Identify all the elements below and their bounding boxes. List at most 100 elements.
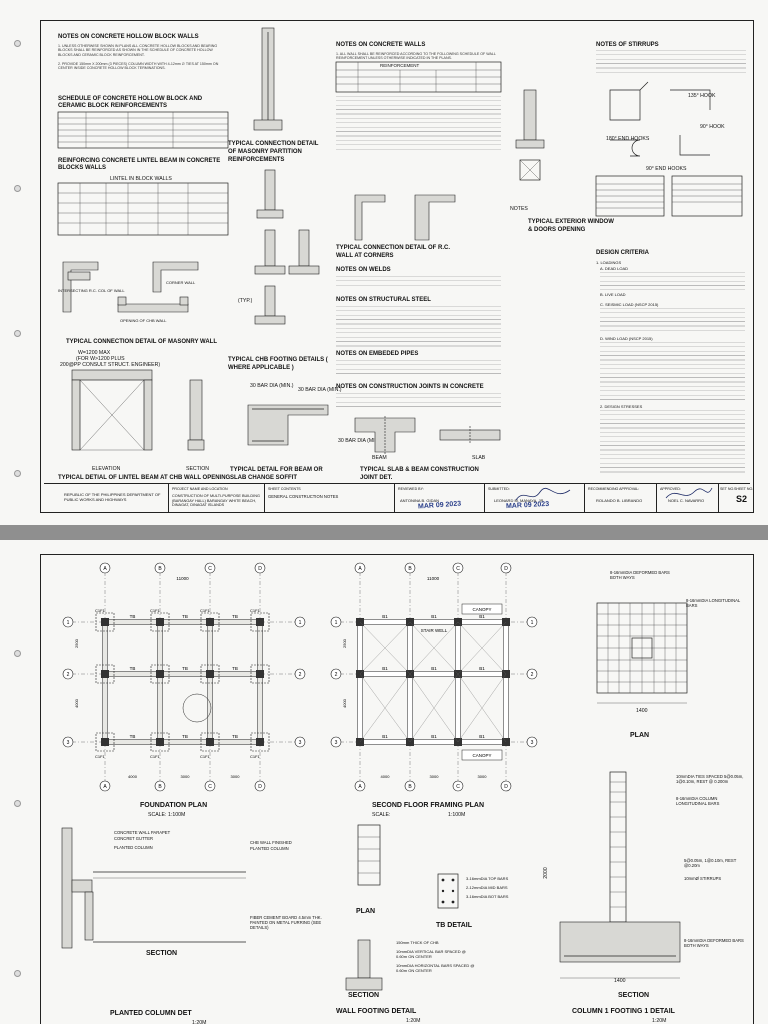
bar-dia-label: 30 BAR DIA (MIN.): [250, 383, 294, 389]
beam: [357, 621, 363, 675]
stress-body: [600, 410, 745, 476]
parapet-note: CONCRETE WALL PARAPET: [114, 830, 171, 835]
grid-label: A: [358, 566, 362, 572]
notes-joints-title: NOTES ON CONSTRUCTION JOINTS IN CONCRETE: [336, 384, 484, 390]
footing: [250, 612, 270, 632]
grid-label: D: [504, 784, 508, 790]
welds-body: [336, 276, 501, 286]
dimension-label: 4000: [381, 774, 391, 779]
design-criteria-item: 2. DESIGN STRESSES: [600, 404, 643, 409]
parapet-section-drawing: [61, 827, 246, 949]
hook-label: 90° END HOOKS: [646, 166, 687, 172]
submitted-header: SUBMITTED:: [488, 487, 510, 491]
tb-bar-note: 3-16mmDIA TOP BARS: [466, 876, 509, 881]
grid-bubble: [99, 562, 111, 574]
beam: [104, 671, 161, 677]
column-note: 8-16mmDIA DEFORMED BARS BOTH WAYS: [684, 938, 744, 948]
grid-bubble: [500, 780, 512, 792]
elevation-label: ELEVATION: [92, 466, 121, 472]
scale-value: 1:20M: [652, 1018, 667, 1024]
beam: [407, 621, 413, 675]
beam: [359, 739, 411, 745]
beam: [409, 739, 459, 745]
scale-label: SCALE:: [372, 812, 391, 818]
dimension-label: 4000: [74, 698, 79, 708]
column-note: 10mmØ STIRRUPS: [684, 876, 722, 881]
binder-hole: [14, 330, 21, 337]
section-label: SECTION: [186, 466, 210, 472]
member-label: B1: [479, 734, 485, 739]
grid-label: 1: [531, 620, 534, 626]
design-criteria-item: D. WIND LOAD (NSCP 2015): [600, 336, 653, 341]
grid-label: D: [504, 566, 508, 572]
grid-label: 2: [335, 672, 338, 678]
grid-label: B: [158, 566, 162, 572]
typ-label: (TYP.): [238, 298, 253, 304]
dimension-label: 11000: [427, 576, 440, 581]
grid-label: B: [158, 784, 162, 790]
column-tag: C1F1: [150, 754, 161, 759]
grid-bubble: [204, 780, 216, 792]
round-pad: [182, 693, 212, 723]
footing: [150, 612, 170, 632]
beam: [409, 619, 459, 625]
grid-label: A: [103, 566, 107, 572]
wall-note: 10mmDIA HORIZONTAL BARS SPACED @ 0.60m O…: [396, 963, 475, 973]
dimension-label: 4000: [128, 774, 138, 779]
footing: [95, 612, 115, 632]
scale-value: 1:100M: [448, 812, 466, 818]
slab-diagonal: [409, 621, 459, 675]
footing: [95, 732, 115, 752]
parapet-note: CONCRET GUTTER: [114, 836, 154, 841]
beam: [409, 671, 459, 677]
binder-hole: [14, 185, 21, 192]
lintel-detail-title: TYPICAL DETIAL OF LINTEL BEAM AT CHB WAL…: [58, 475, 231, 481]
column: [256, 738, 264, 746]
beam: [157, 673, 163, 743]
beam: [104, 739, 161, 745]
approved-name: NOEL C. NAVARRO: [668, 498, 705, 503]
grid-label: 1: [335, 620, 338, 626]
parapet-note: PLANTED COLUMN: [250, 846, 289, 851]
beam: [457, 671, 507, 677]
signature: [515, 487, 571, 501]
beam: [503, 621, 509, 675]
grid-label: 2: [531, 672, 534, 678]
notes-hollow-block-item: 1. UNLESS OTHERWISE SHOWN IN PLANS ALL C…: [58, 44, 218, 57]
sheet-border: [40, 20, 754, 513]
date-stamp: MAR 09 2023: [417, 500, 462, 511]
beam: [257, 621, 263, 675]
dim-label: 1400: [614, 978, 626, 984]
wall-note: 150mm THICK OF CHB: [396, 940, 439, 945]
grid-label: 1: [299, 620, 302, 626]
footing-note: 8-16mmDIA DEFORMED BARS BOTH WAYS: [610, 570, 670, 580]
grid-bubble: [526, 736, 538, 748]
beam: [159, 671, 211, 677]
reviewed-header: REVIEWED BY:: [398, 487, 424, 491]
lintel-dim-line: W=1200 MAX: [78, 350, 111, 356]
notes-label: NOTES: [510, 206, 528, 212]
grid-label: A: [103, 784, 107, 790]
bar-dia-label: 30 BAR DIA (MIN.): [338, 438, 382, 444]
notes-welds-title: NOTES ON WELDS: [336, 267, 391, 273]
grid-bubble: [294, 736, 306, 748]
schedule-title: SCHEDULE OF CONCRETE HOLLOW BLOCK AND CE…: [58, 96, 203, 109]
lintel-table: [57, 182, 229, 236]
beam: [209, 739, 261, 745]
grid-bubble: [330, 736, 342, 748]
grid-bubble: [526, 668, 538, 680]
beam: [503, 673, 509, 743]
column: [101, 738, 109, 746]
rc-wall-corner-drawing: [354, 194, 456, 241]
dimension-label: 2500: [342, 638, 347, 648]
grid-bubble: [294, 668, 306, 680]
partition-detail-title: TYPICAL CONNECTION DETAIL OF MASONRY PAR…: [228, 141, 319, 163]
column-tag: C1F1: [200, 754, 211, 759]
member-label: TB: [232, 734, 238, 739]
grid-bubble: [204, 562, 216, 574]
sheet-contents-header: SHEET CONTENTS: [268, 487, 301, 491]
beam: [209, 671, 261, 677]
column: [156, 738, 164, 746]
canopy: [461, 603, 503, 615]
binder-hole: [14, 650, 21, 657]
